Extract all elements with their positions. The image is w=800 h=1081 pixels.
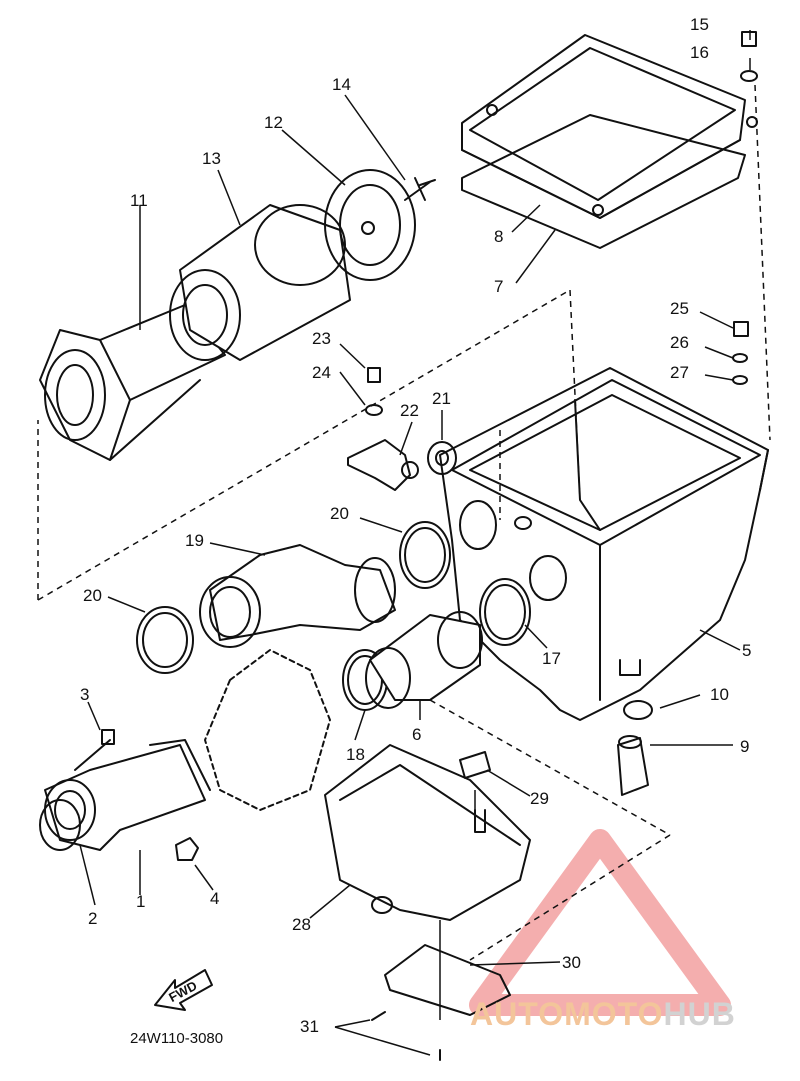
part-label-27: 27 — [670, 363, 689, 382]
part-label-30: 30 — [562, 953, 581, 972]
watermark-text-a: AUTOMOTO — [470, 996, 664, 1032]
part-label-24: 24 — [312, 363, 331, 382]
part-label-6: 6 — [412, 725, 422, 744]
part-label-14: 14 — [332, 75, 351, 94]
air-joint — [199, 544, 396, 648]
part-label-17: 17 — [542, 649, 561, 668]
part-label-12: 12 — [264, 113, 283, 132]
filter-cap — [324, 169, 416, 281]
part-label-13: 13 — [202, 149, 221, 168]
part-label-1: 1 — [136, 892, 146, 911]
part-label-21: 21 — [432, 389, 451, 408]
o-ring — [39, 799, 81, 851]
part-label-19: 19 — [185, 531, 204, 550]
watermark-text-b: HUB — [663, 996, 736, 1032]
lid-screw — [740, 31, 758, 82]
lid-gasket — [461, 114, 746, 249]
part-label-10: 10 — [710, 685, 729, 704]
part-label-31: 31 — [300, 1017, 319, 1036]
part-label-28: 28 — [292, 915, 311, 934]
airbox — [439, 367, 769, 721]
part-label-23: 23 — [312, 329, 331, 348]
part-label-16: 16 — [690, 43, 709, 62]
drain-hose — [617, 700, 653, 796]
part-label-5: 5 — [742, 641, 752, 660]
manifold-bolt — [74, 729, 115, 771]
damper — [427, 441, 457, 475]
filter-element — [169, 204, 351, 361]
part-label-11: 11 — [130, 191, 148, 210]
bracket — [347, 439, 419, 491]
drain-tank — [324, 744, 531, 921]
airbox-lid — [461, 34, 758, 219]
tank-bracket — [384, 944, 511, 1016]
part-label-25: 25 — [670, 299, 689, 318]
intake-manifold — [44, 739, 211, 851]
part-label-20b: 20 — [83, 586, 102, 605]
part-label-15: 15 — [690, 15, 709, 34]
part-label-9: 9 — [740, 737, 750, 756]
watermark-logo: AUTOMOTOHUB — [470, 996, 736, 1033]
fwd-arrow — [154, 969, 213, 1011]
hose-clip — [459, 751, 491, 833]
manifold-nut — [175, 837, 199, 861]
wing-bolt — [404, 177, 436, 201]
part-label-18: 18 — [346, 745, 365, 764]
carb-joint — [365, 611, 483, 709]
carburetor — [204, 649, 331, 811]
part-label-22: 22 — [400, 401, 419, 420]
part-label-7: 7 — [494, 277, 504, 296]
leader-lines — [37, 30, 771, 1056]
drawing-code: 24W110-3080 — [130, 1030, 224, 1047]
part-label-3: 3 — [80, 685, 90, 704]
bolt-23 — [365, 367, 383, 416]
part-label-20a: 20 — [330, 504, 349, 523]
part-label-8: 8 — [494, 227, 504, 246]
screws — [371, 1011, 441, 1061]
part-label-29: 29 — [530, 789, 549, 808]
part-label-4: 4 — [210, 889, 220, 908]
part-label-2: 2 — [88, 909, 98, 928]
watermark-triangle — [469, 829, 731, 1016]
mount-bolt — [732, 321, 749, 385]
part-label-26: 26 — [670, 333, 689, 352]
